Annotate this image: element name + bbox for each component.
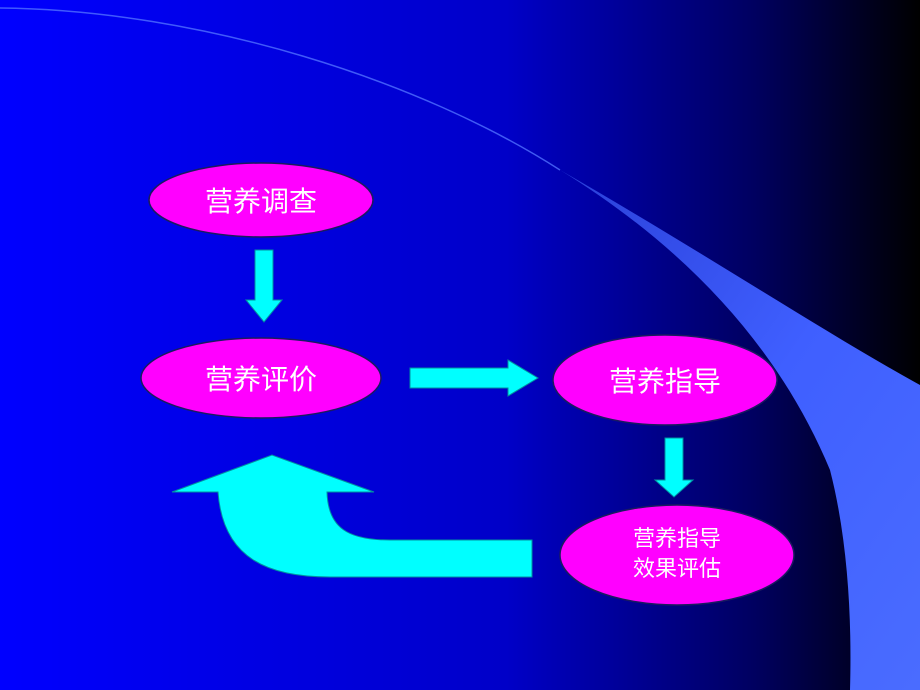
arrow-evaluation-to-guidance — [409, 359, 539, 397]
arrow-effect-to-evaluation — [171, 454, 533, 578]
node-evaluation — [140, 337, 382, 419]
arrow-guidance-to-effect — [653, 437, 695, 498]
decorative-swoosh — [560, 170, 920, 690]
node-survey — [148, 162, 374, 238]
arrow-survey-to-evaluation — [244, 249, 284, 323]
decorative-curve-line — [0, 7, 561, 171]
node-effect — [559, 504, 795, 606]
node-guidance — [552, 334, 778, 426]
